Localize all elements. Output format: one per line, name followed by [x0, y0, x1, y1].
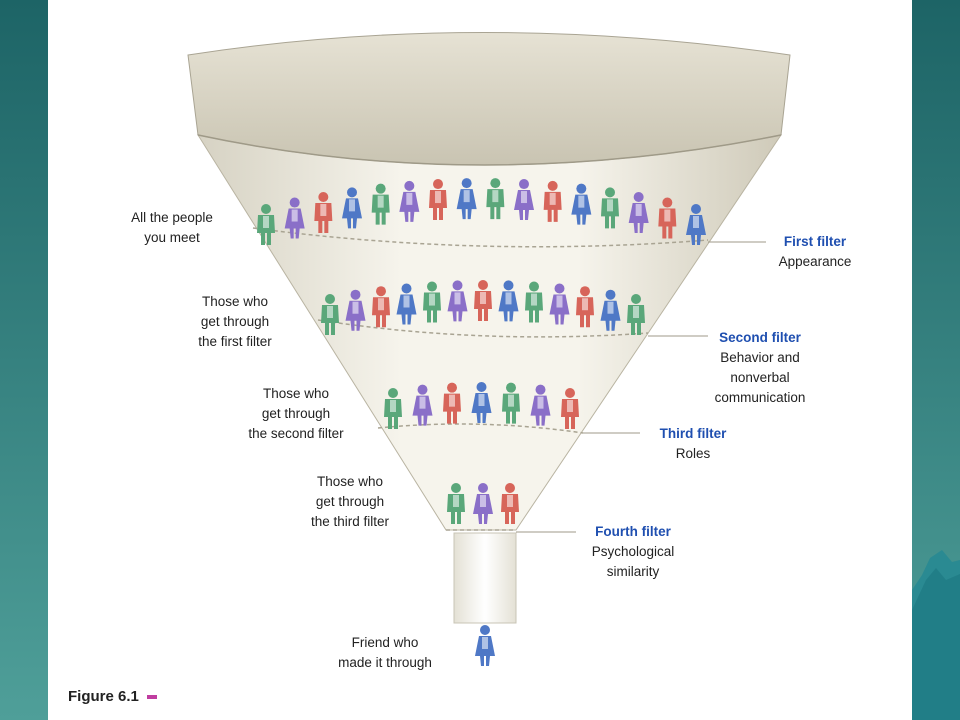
- person-icon: [345, 289, 366, 331]
- left-background-border: [0, 0, 48, 720]
- filter-2-label: Second filter Behavior and nonverbal com…: [714, 330, 806, 405]
- person-icon: [498, 280, 519, 322]
- figure-caption: Figure 6.1: [68, 688, 157, 705]
- people-group: [257, 178, 706, 666]
- person-icon: [342, 187, 362, 229]
- person-icon: [514, 179, 534, 221]
- funnel-rim: [187, 32, 791, 166]
- person-icon: [396, 283, 417, 325]
- filter-line-2: [317, 319, 649, 338]
- person-icon: [502, 382, 520, 424]
- person-icon: [314, 191, 333, 233]
- person-icon: [447, 280, 468, 322]
- filter-3-label: Third filter Roles: [659, 426, 727, 461]
- person-icon: [473, 483, 493, 524]
- person-icon: [501, 483, 519, 524]
- person-icon: [456, 178, 477, 220]
- label-friend: Friend who made it through: [338, 635, 432, 670]
- person-icon: [443, 382, 461, 424]
- person-icon: [399, 180, 420, 222]
- person-icon: [474, 280, 492, 321]
- funnel-spout: [453, 532, 517, 624]
- funnel-diagram: [187, 32, 791, 666]
- person-icon: [371, 183, 390, 225]
- right-background-border: [912, 0, 960, 720]
- person-icon: [600, 289, 621, 331]
- person-icon: [686, 204, 706, 245]
- label-all-people: All the people you meet: [131, 210, 213, 245]
- caption-accent-mark: [146, 695, 157, 700]
- person-icon: [627, 294, 645, 335]
- person-icon: [447, 483, 465, 524]
- label-through-second: Those who get through the second filter: [248, 386, 344, 441]
- person-icon: [257, 204, 275, 245]
- person-icon: [658, 197, 677, 239]
- person-icon: [412, 384, 433, 426]
- mountain-graphic: [912, 550, 960, 720]
- slide: All the people you meet Those who get th…: [48, 0, 912, 720]
- person-icon: [628, 191, 649, 233]
- person-icon: [429, 179, 447, 221]
- person-icon: [475, 625, 495, 666]
- person-icon: [471, 382, 492, 423]
- person-icon: [561, 388, 579, 429]
- person-icon: [372, 286, 390, 328]
- person-icon: [423, 281, 441, 323]
- person-icon: [321, 294, 339, 335]
- filter-1-label: First filter Appearance: [778, 234, 852, 269]
- label-through-first: Those who get through the first filter: [198, 294, 272, 349]
- person-icon: [525, 281, 543, 323]
- person-icon: [549, 283, 570, 325]
- person-icon: [284, 197, 305, 239]
- person-icon: [576, 286, 594, 328]
- person-icon: [601, 187, 619, 229]
- person-icon: [486, 178, 505, 220]
- filter-line-1: [252, 227, 709, 248]
- person-icon: [530, 384, 551, 426]
- person-icon: [571, 183, 592, 225]
- person-icon: [543, 180, 562, 222]
- person-icon: [384, 388, 402, 429]
- label-through-third: Those who get through the third filter: [310, 474, 390, 529]
- filter-4-label: Fourth filter Psychological similarity: [591, 524, 675, 579]
